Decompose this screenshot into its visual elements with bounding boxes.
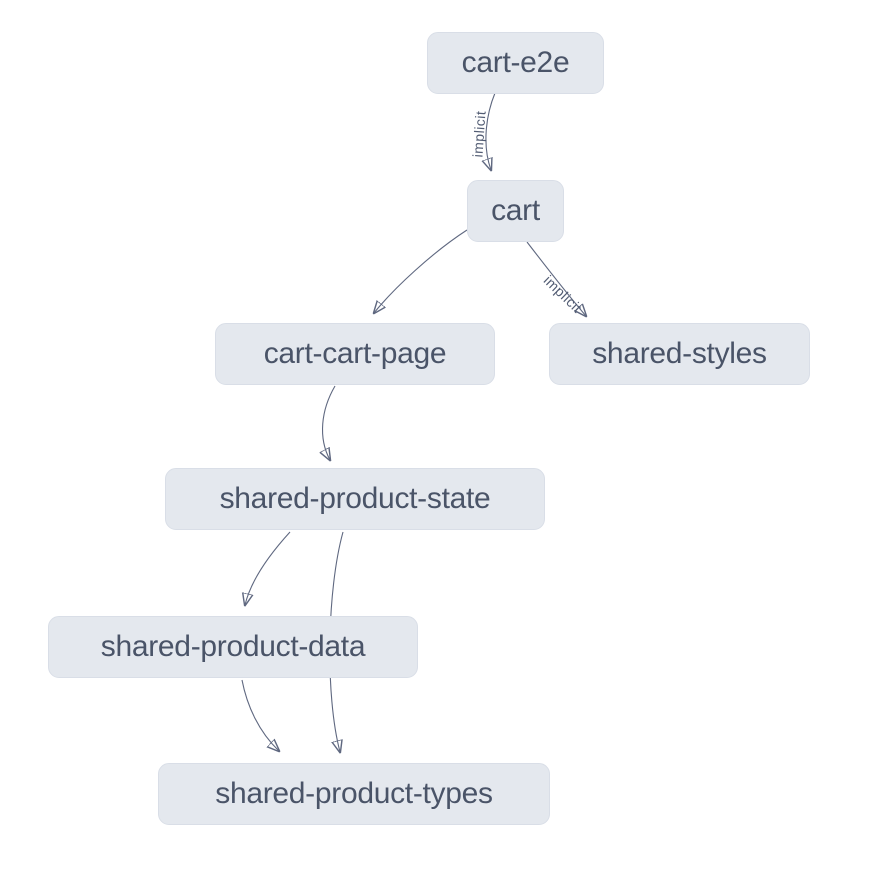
node-shared-product-data[interactable]: shared-product-data bbox=[48, 616, 418, 678]
node-cart[interactable]: cart bbox=[467, 180, 564, 242]
node-cart-e2e[interactable]: cart-e2e bbox=[427, 32, 604, 94]
edge-cart-e2e-to-cart bbox=[486, 92, 496, 170]
node-shared-product-state-label: shared-product-state bbox=[219, 482, 491, 515]
edge-shared-product-data-to-shared-product-types bbox=[241, 679, 279, 751]
node-shared-styles-label: shared-styles bbox=[592, 337, 767, 370]
node-shared-product-data-label: shared-product-data bbox=[100, 630, 366, 663]
edge-label-implicit-cart-e2e-cart: implicit bbox=[469, 110, 489, 158]
edge-shared-product-state-to-shared-product-data bbox=[245, 531, 291, 605]
node-cart-cart-page[interactable]: cart-cart-page bbox=[215, 323, 495, 385]
edge-cart-to-shared-styles bbox=[526, 241, 586, 316]
edge-cart-to-cart-cart-page bbox=[374, 229, 468, 313]
node-cart-e2e-label: cart-e2e bbox=[461, 46, 570, 79]
node-shared-styles[interactable]: shared-styles bbox=[549, 323, 810, 385]
node-shared-product-types-label: shared-product-types bbox=[215, 777, 493, 810]
node-shared-product-state[interactable]: shared-product-state bbox=[165, 468, 545, 530]
node-shared-product-types[interactable]: shared-product-types bbox=[158, 763, 550, 825]
node-cart-label: cart bbox=[491, 194, 540, 227]
node-cart-cart-page-label: cart-cart-page bbox=[263, 337, 447, 370]
edge-cart-cart-page-to-shared-product-state bbox=[323, 385, 336, 460]
